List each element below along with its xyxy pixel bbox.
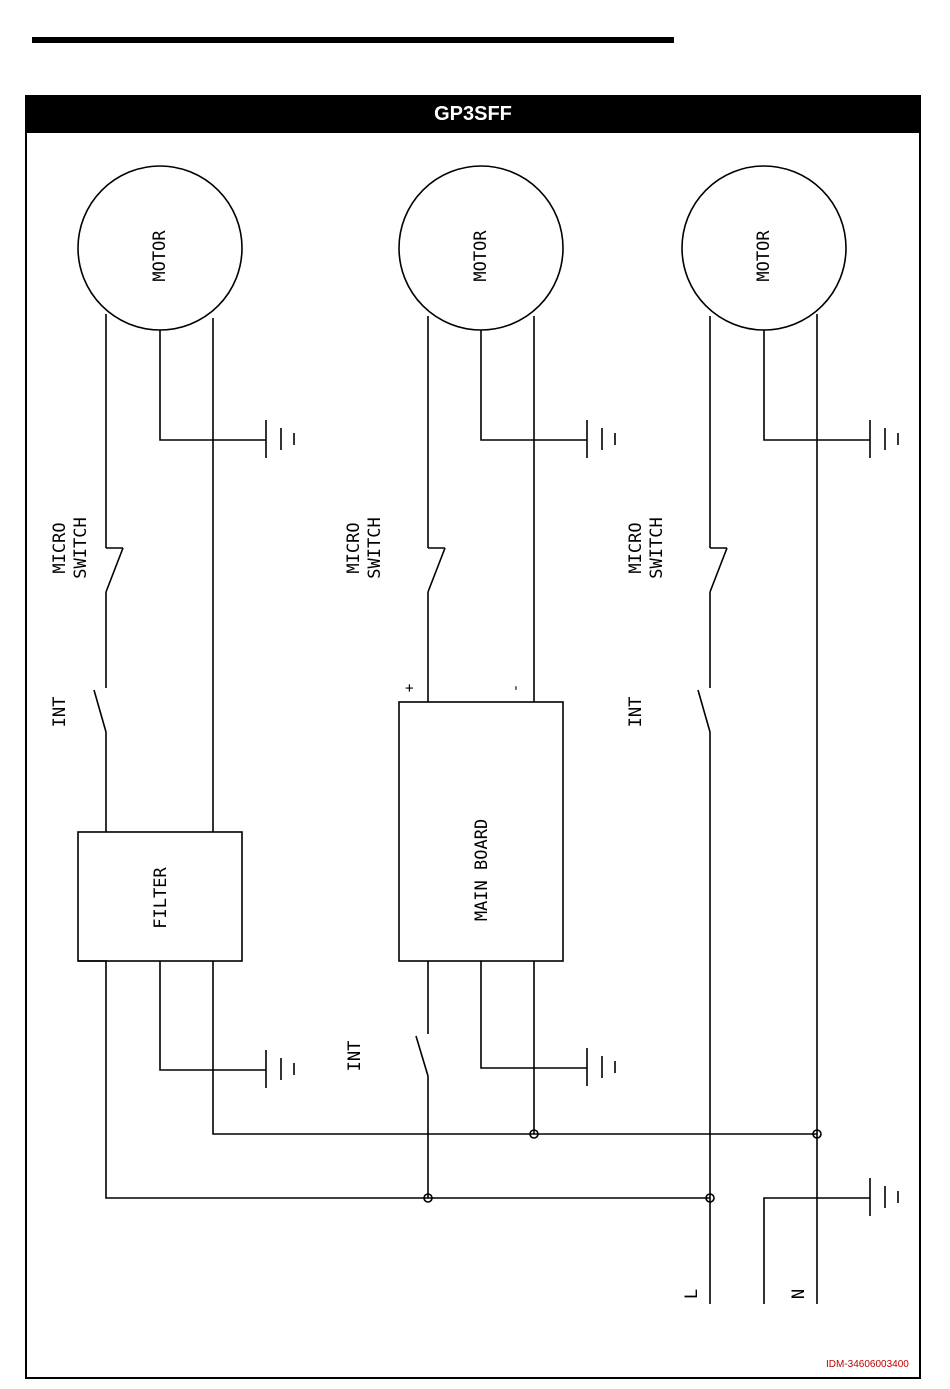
switch-label-2: SWITCH bbox=[365, 517, 385, 578]
micro-label-2: MICRO bbox=[344, 522, 364, 573]
ground-symbol-1 bbox=[266, 420, 294, 458]
right-line-wire bbox=[698, 316, 727, 1304]
middle-line-wire bbox=[428, 316, 445, 702]
minus-terminal-label: - bbox=[508, 684, 524, 692]
ground-symbol-3 bbox=[870, 420, 898, 458]
line-bus-wire bbox=[78, 961, 710, 1198]
micro-label-1: MICRO bbox=[50, 522, 70, 573]
motor-2-label: MOTOR bbox=[471, 230, 491, 282]
switch-label-1: SWITCH bbox=[71, 517, 91, 578]
line-terminal-label: L bbox=[682, 1289, 702, 1299]
ground-symbol-5 bbox=[587, 1048, 615, 1086]
int-label-3: INT bbox=[626, 697, 646, 728]
left-line-wire bbox=[94, 314, 123, 832]
document-id: IDM-34606003400 bbox=[826, 1359, 909, 1370]
middle-lower-line-wire bbox=[416, 961, 428, 1198]
neutral-terminal-label: N bbox=[789, 1289, 809, 1299]
micro-label-3: MICRO bbox=[626, 522, 646, 573]
motor-1-label: MOTOR bbox=[150, 230, 170, 282]
ground-symbol-6 bbox=[870, 1178, 898, 1216]
motor-3-label: MOTOR bbox=[754, 230, 774, 282]
plus-terminal-label: + bbox=[402, 684, 418, 692]
main-board-label: MAIN BOARD bbox=[472, 819, 492, 921]
int-label-2: INT bbox=[345, 1041, 365, 1072]
int-label-1: INT bbox=[50, 697, 70, 728]
ground-symbol-4 bbox=[266, 1050, 294, 1088]
filter-label: FILTER bbox=[151, 867, 171, 929]
neutral-bus-wire bbox=[213, 961, 817, 1134]
ground-symbol-2 bbox=[587, 420, 615, 458]
switch-label-3: SWITCH bbox=[647, 517, 667, 578]
